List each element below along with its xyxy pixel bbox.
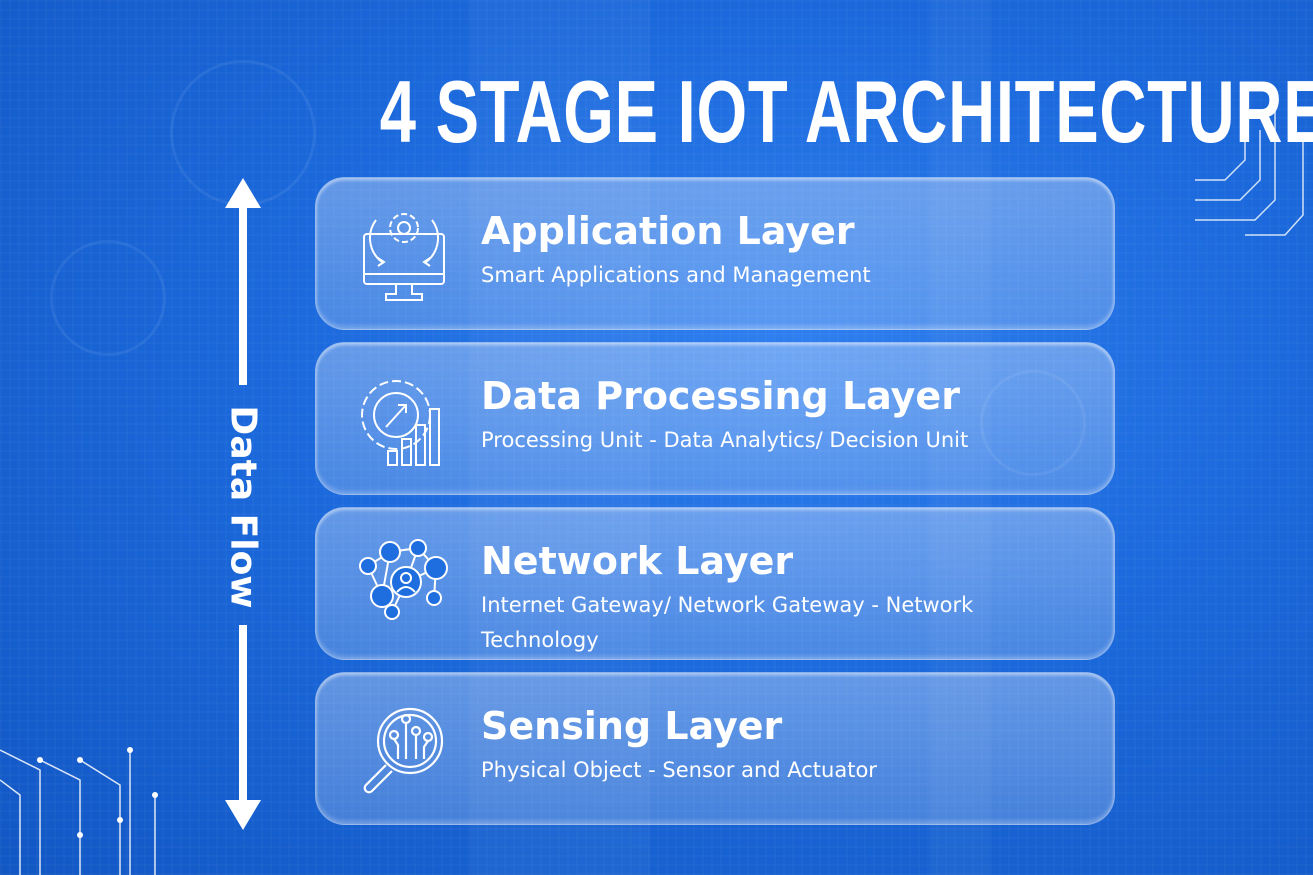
layer-title: Application Layer: [481, 209, 855, 253]
gear-chart-icon: [361, 380, 440, 466]
layer-title: Sensing Layer: [481, 704, 783, 748]
people-network-icon: [359, 539, 448, 620]
background-circle: [50, 240, 166, 356]
monitor-gear-icon: [363, 213, 445, 301]
background-circle: [980, 370, 1086, 476]
layer-subtitle: Internet Gateway/ Network Gateway - Netw…: [481, 593, 974, 652]
layer-title: Network Layer: [481, 539, 794, 583]
arrow-down-line: [239, 625, 247, 805]
layer-card-network: Network Layer Internet Gateway/ Network …: [315, 507, 1115, 660]
arrow-down-icon: [225, 800, 261, 830]
layer-title: Data Processing Layer: [481, 374, 960, 418]
layer-card-data-processing: Data Processing Layer Processing Unit - …: [315, 342, 1115, 495]
layer-card-application: Application Layer Smart Applications and…: [315, 177, 1115, 330]
background-band: [470, 0, 650, 875]
magnifier-circuit-icon: [363, 707, 444, 794]
page-title: 4 STAGE IOT ARCHITECTURE: [379, 62, 1313, 161]
arrow-up-icon: [225, 178, 261, 208]
arrow-up-line: [239, 205, 247, 385]
background-band: [930, 0, 990, 875]
data-flow-label: Data Flow: [222, 405, 264, 609]
layer-subtitle: Smart Applications and Management: [481, 263, 871, 287]
layer-subtitle: Processing Unit - Data Analytics/ Decisi…: [481, 428, 969, 452]
layer-subtitle: Physical Object - Sensor and Actuator: [481, 758, 877, 782]
circuit-decoration: [0, 747, 158, 875]
circuit-decoration: [1195, 110, 1304, 236]
layer-card-sensing: Sensing Layer Physical Object - Sensor a…: [315, 672, 1115, 825]
